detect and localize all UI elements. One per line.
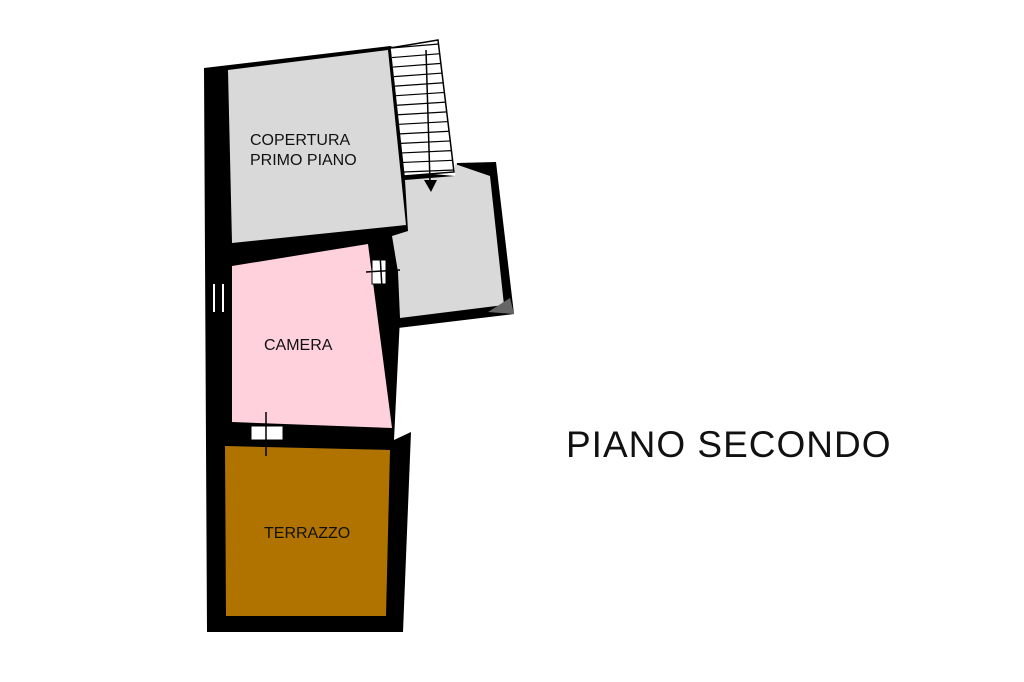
- room-camera: [232, 244, 392, 428]
- stair-tread: [397, 111, 448, 116]
- annex-corner-detail: [488, 298, 514, 314]
- stair-tread: [400, 140, 451, 144]
- stair-tread: [390, 43, 440, 49]
- stair-tread: [392, 62, 442, 68]
- staircase: [389, 39, 455, 192]
- window-frame: [209, 282, 229, 314]
- door-tick-v: [379, 253, 383, 289]
- stair-tread: [391, 53, 441, 59]
- door-camera-terrazzo: [250, 412, 284, 456]
- room-terrazzo: [225, 446, 390, 616]
- stair-tread: [398, 120, 449, 125]
- room-vano-scala: [392, 164, 504, 318]
- stair-tread: [401, 150, 452, 154]
- label-camera: CAMERA: [264, 337, 333, 354]
- stair-tread: [396, 101, 446, 106]
- stair-tread: [394, 82, 444, 87]
- stair-tread: [399, 130, 450, 135]
- window-camera-west: [209, 282, 229, 314]
- stair-direction-line: [425, 49, 431, 183]
- stair-tread: [395, 91, 445, 97]
- label-copertura-line1: COPERTURA: [250, 132, 350, 149]
- floor-title: PIANO SECONDO: [566, 424, 892, 465]
- stair-tread: [393, 72, 443, 78]
- stair-tread: [402, 159, 453, 164]
- door-tick-h: [365, 269, 401, 273]
- door-opening: [250, 425, 284, 441]
- door-camera-annex: [365, 253, 401, 289]
- label-terrazzo: TERRAZZO: [264, 525, 350, 542]
- stair-arrow-icon: [424, 180, 437, 192]
- room-copertura-primo-piano: [228, 50, 406, 243]
- label-copertura-line2: PRIMO PIANO: [250, 152, 357, 169]
